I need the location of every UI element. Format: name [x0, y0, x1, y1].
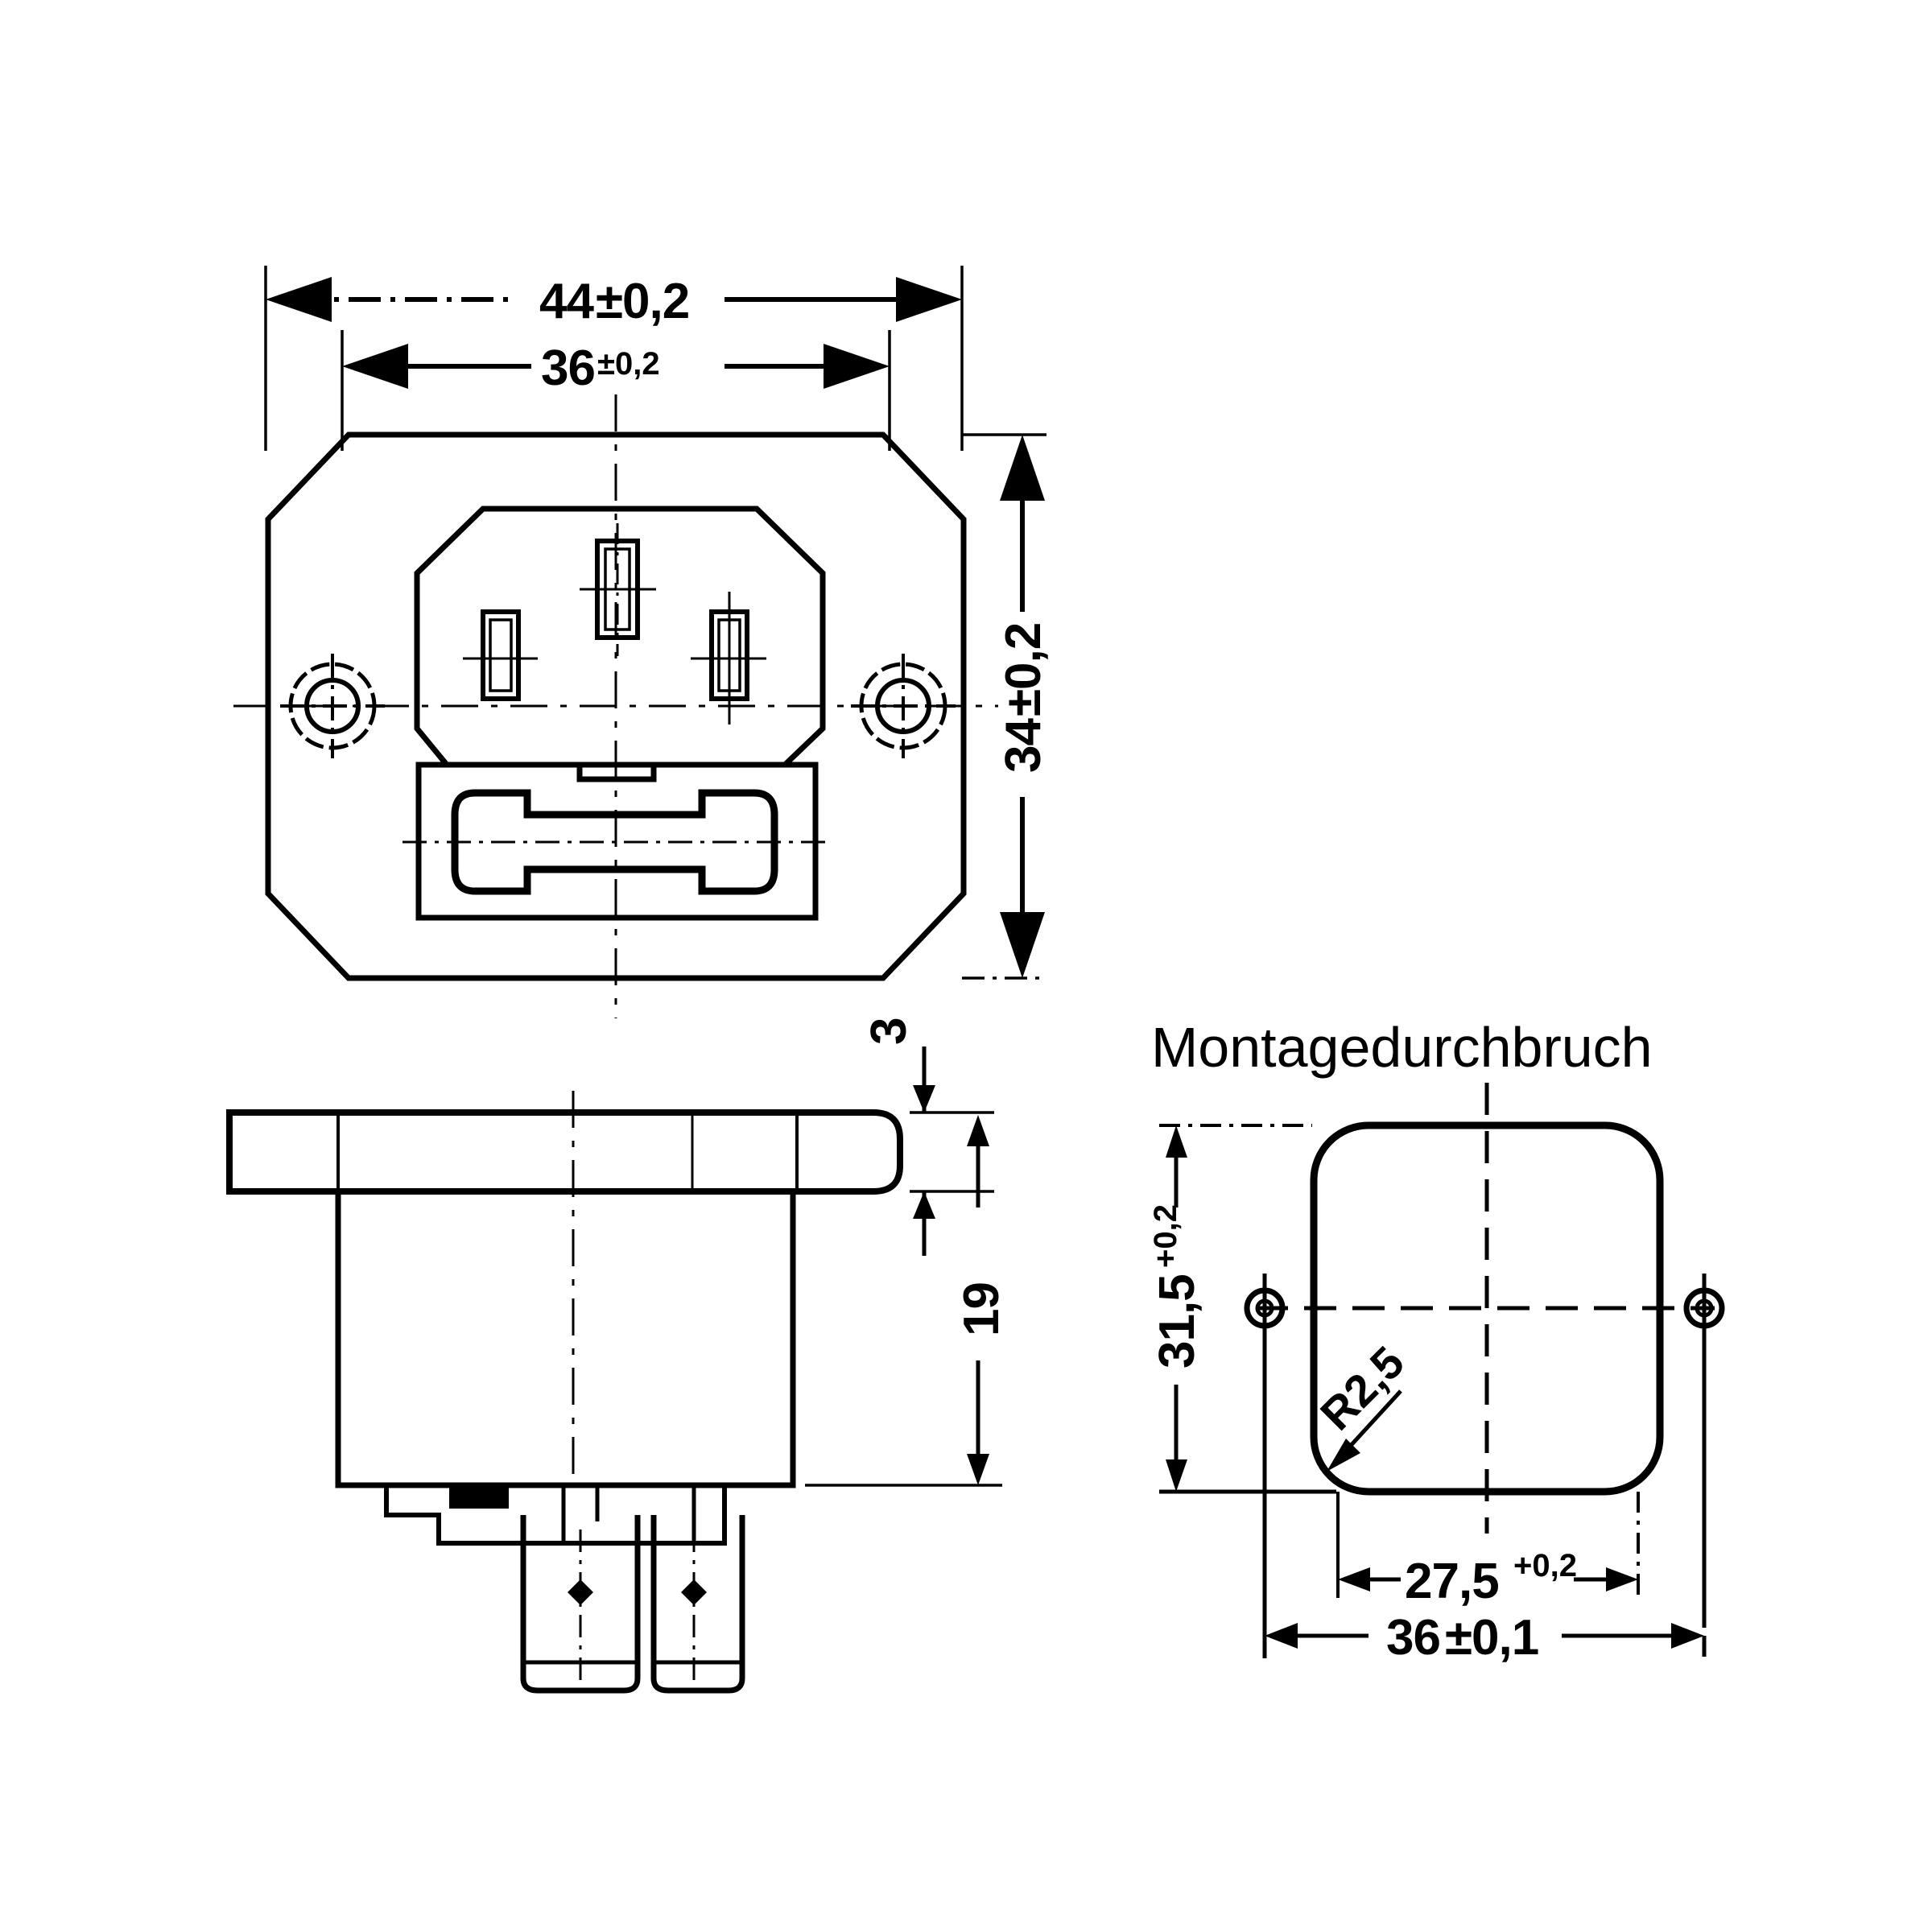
dim-label-36-top: 36 [541, 341, 595, 396]
dimension-36-bottom-group: 36 ±0,1 [1262, 1554, 1707, 1666]
arrow-right-36b [1671, 1623, 1704, 1649]
fuse-holder-recess [415, 762, 819, 921]
radius-callout-group: R2,5 [1311, 1336, 1414, 1472]
front-view-extension-lines [264, 266, 964, 451]
terminal-tab-left-group [520, 1515, 641, 1700]
arrow-left-36b [1265, 1623, 1298, 1649]
arrow-bottom-34 [1000, 912, 1045, 978]
flange-plate-outline [265, 431, 967, 981]
dimension-275-group: 27,5 +0,2 [1336, 1492, 1640, 1609]
arrow-top-19 [967, 1115, 989, 1146]
arrow-bottom-315 [1166, 1459, 1187, 1492]
arrow-top-315 [1166, 1125, 1187, 1158]
dim-label-34: 34 [996, 718, 1051, 773]
side-body-outline [335, 1191, 796, 1488]
arrow-left-44 [266, 277, 332, 322]
mounting-cutout-title: Montagedurchbruch [1151, 1016, 1653, 1079]
dim-label-34-tolerance: ±0,2 [996, 623, 1051, 716]
pin-earth-group [580, 523, 656, 656]
arrow-right-36 [824, 344, 890, 389]
dimension-315-group: 31,5 +0,2 [1148, 1124, 1336, 1494]
arrow-left-36 [342, 344, 408, 389]
dimension-44-group: 44 ±0,2 [266, 274, 962, 329]
side-base-notch [449, 1486, 509, 1509]
arrow-bottom-3 [913, 1191, 935, 1219]
dim-label-3: 3 [861, 1018, 917, 1045]
dim-label-36-top-tolerance: ±0,2 [597, 346, 660, 382]
dimension-3-group: 3 [861, 1018, 994, 1256]
side-view-group [226, 1091, 903, 1700]
radius-leader-arrow [1327, 1439, 1360, 1472]
arrow-top-34 [1000, 435, 1045, 501]
front-view-group: 44 ±0,2 36 ±0,2 [233, 266, 998, 1018]
dim-label-315: 31,5 [1150, 1274, 1205, 1368]
fuse-holder-group [402, 762, 829, 921]
terminal-tab-right-group [650, 1515, 745, 1700]
dim-label-275-tolerance: +0,2 [1513, 1548, 1577, 1583]
arrow-left-275 [1338, 1567, 1370, 1591]
dim-label-19: 19 [954, 1282, 1009, 1336]
arrow-right-275 [1606, 1567, 1638, 1591]
dim-label-275: 27,5 [1405, 1554, 1499, 1609]
arrow-bottom-19 [967, 1454, 989, 1485]
pin-right-group [691, 592, 766, 724]
terminal-tab-right-outline [650, 1515, 745, 1694]
screw-hole-left-group [280, 654, 385, 758]
dim-label-36-bottom-tolerance: ±0,1 [1445, 1610, 1538, 1666]
pin-left-inner [489, 618, 513, 692]
dimension-36-top-group: 36 ±0,2 [342, 341, 890, 396]
mounting-cutout-group: Montagedurchbruch R2,5 [1148, 1016, 1725, 1666]
pin-left-group [463, 609, 538, 701]
side-flange-outline [226, 1109, 903, 1195]
dim-label-44: 44 [539, 274, 594, 329]
cutout-screw-hole-left-group [1244, 1274, 1286, 1554]
arrow-top-3 [913, 1085, 935, 1113]
arrow-right-44 [896, 277, 962, 322]
side-base-outline [384, 1485, 727, 1546]
pin-left-outer [481, 609, 521, 701]
screw-hole-right-group [851, 654, 956, 758]
dimension-19-group: 19 [805, 1115, 1009, 1487]
dimension-34-group: 34 ±0,2 [962, 433, 1051, 980]
dim-label-36-bottom: 36 [1386, 1610, 1440, 1666]
dim-label-315-tolerance: +0,2 [1148, 1204, 1183, 1268]
fuse-cartridge [451, 789, 778, 895]
radius-label-r25: R2,5 [1311, 1336, 1414, 1439]
dim-label-44-tolerance: ±0,2 [596, 274, 689, 329]
